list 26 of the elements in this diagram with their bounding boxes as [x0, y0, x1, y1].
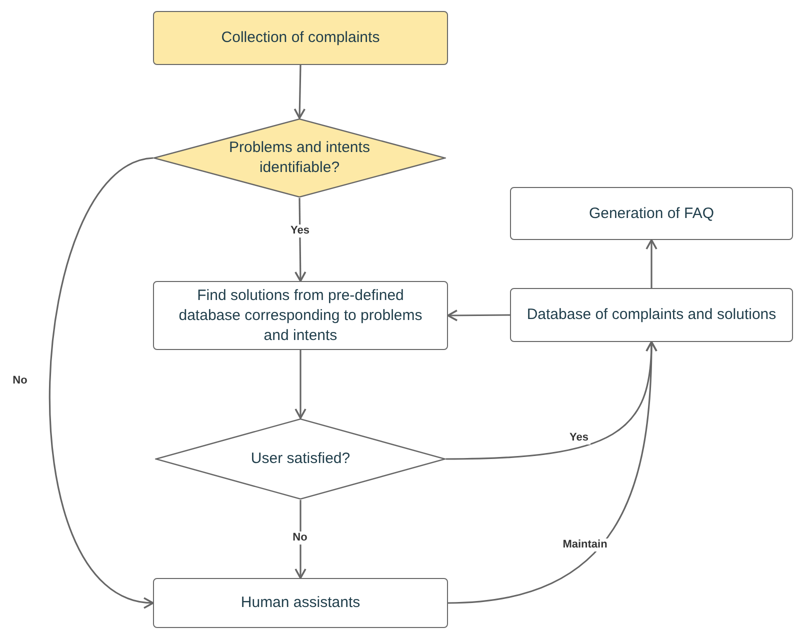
edge-label: Yes	[288, 224, 312, 238]
edge-label: No	[290, 532, 310, 544]
node-label: Problems and intents identifiable?	[228, 138, 371, 178]
arrow	[294, 500, 306, 579]
decision-diamond	[153, 118, 446, 198]
node-label: Collection of complaints	[221, 28, 380, 48]
node-label: Human assistants	[240, 593, 360, 613]
arrow	[294, 350, 306, 419]
arrow	[294, 64, 306, 119]
process-box	[153, 11, 448, 65]
node-label: Database of complaints and solutions	[526, 305, 776, 325]
node-label: Generation of FAQ	[588, 204, 714, 224]
process-box	[510, 187, 793, 240]
arrow	[49, 157, 154, 607]
edge-label: Maintain	[560, 538, 610, 552]
arrow	[646, 239, 658, 288]
process-box	[153, 281, 448, 350]
node-label: Find solutions from pre-defined database corresponding to problems and intents	[178, 286, 424, 346]
process-box	[510, 288, 793, 342]
arrow	[294, 198, 306, 282]
edge-label: Yes	[568, 432, 590, 444]
decision-diamond	[155, 418, 446, 500]
arrow	[447, 310, 510, 322]
process-box	[153, 578, 448, 628]
node-label: User satisfied?	[250, 449, 350, 469]
arrow	[448, 341, 658, 604]
